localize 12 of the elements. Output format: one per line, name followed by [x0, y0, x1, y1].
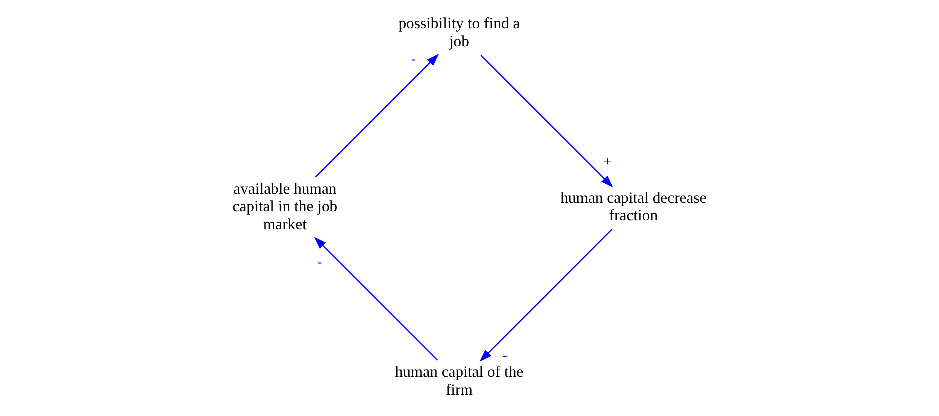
node-text: available human capital in the job market	[232, 181, 338, 234]
arrow	[314, 237, 438, 361]
edge-label: -	[411, 51, 416, 66]
edge-label: -	[318, 254, 322, 270]
arrow	[316, 54, 440, 178]
node-text: possibility to find a job	[398, 16, 520, 50]
edge-label: -	[503, 348, 508, 363]
node-text: human capital decrease fraction	[560, 190, 707, 225]
arrow	[480, 229, 612, 362]
arrow	[480, 55, 614, 188]
edge-label: +	[604, 154, 612, 169]
node-text: human capital of the firm	[395, 364, 524, 399]
